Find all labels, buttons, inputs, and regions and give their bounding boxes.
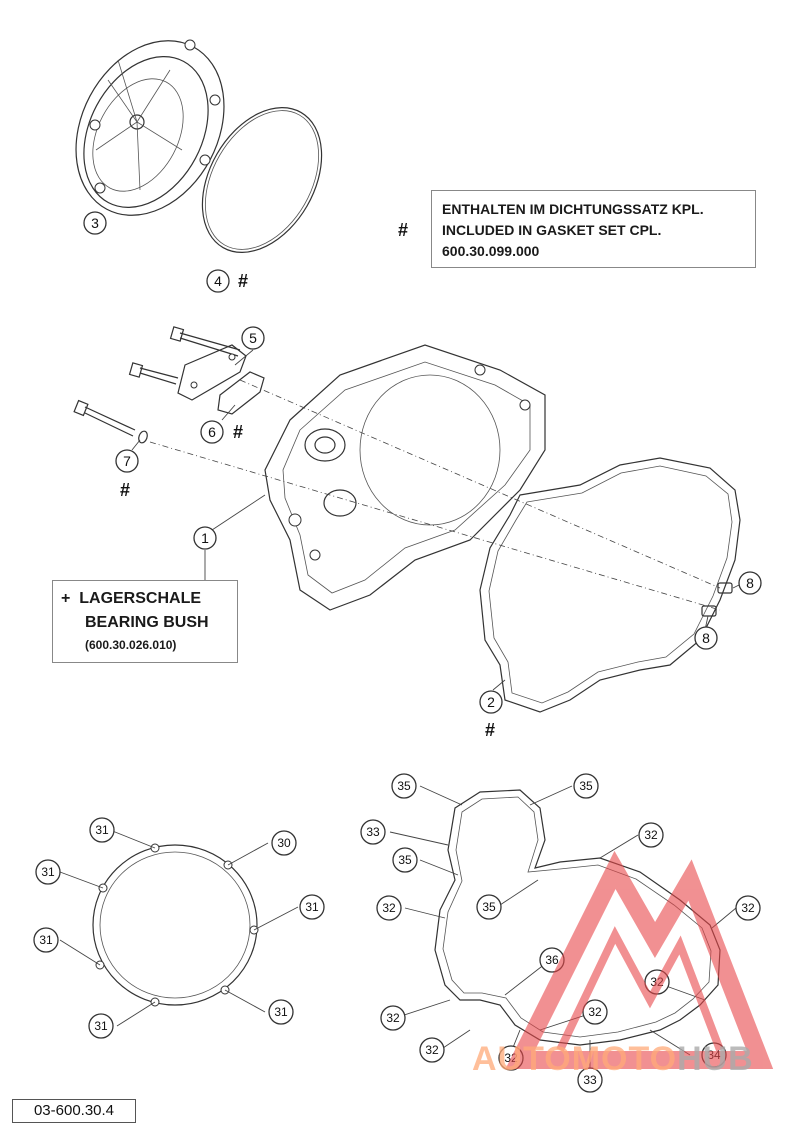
gasket-set-mark: # (233, 422, 244, 442)
bearing-note-line2: BEARING BUSH (85, 614, 209, 631)
callout-32: 32 (735, 895, 761, 921)
callout-31: 31 (268, 999, 294, 1025)
clutch-cover-gasket-drawing (479, 457, 741, 713)
gasket-note-symbol: # (398, 220, 409, 240)
callout-31: 31 (33, 927, 59, 953)
callout-8-upper: 8 (738, 571, 762, 595)
gasket-note-line2: INCLUDED IN GASKET SET CPL. (442, 222, 662, 238)
gasket-note-part-number: 600.30.099.000 (442, 243, 540, 259)
callout-8-lower: 8 (694, 626, 718, 650)
callout-32: 32 (380, 1005, 406, 1031)
crankcase-gasket-drawing (434, 789, 721, 1046)
svg-text:32: 32 (644, 828, 658, 842)
svg-text:5: 5 (249, 330, 257, 346)
oil-filter-cover-drawing (177, 344, 247, 401)
svg-text:31: 31 (274, 1005, 288, 1019)
svg-text:32: 32 (425, 1043, 439, 1057)
callout-6: 6 (200, 420, 224, 444)
screws-drawing (73, 326, 241, 444)
svg-text:36: 36 (545, 953, 559, 967)
svg-text:35: 35 (579, 779, 593, 793)
gasket-set-note: ENTHALTEN IM DICHTUNGSSATZ KPL. INCLUDED… (431, 190, 756, 268)
svg-text:6: 6 (208, 424, 216, 440)
callout-35: 35 (476, 894, 502, 920)
watermark-part1: AUTOMOTO (472, 1040, 678, 1078)
callout-1: 1 (193, 526, 217, 550)
svg-text:31: 31 (39, 933, 53, 947)
svg-text:2: 2 (487, 694, 495, 710)
svg-text:32: 32 (382, 901, 396, 915)
svg-text:31: 31 (41, 865, 55, 879)
clutch-cover-drawing (264, 344, 546, 611)
callout-35: 35 (392, 847, 418, 873)
callout-31: 31 (35, 859, 61, 885)
svg-text:35: 35 (397, 779, 411, 793)
gasket-set-mark: # (120, 480, 131, 500)
callout-5: 5 (241, 326, 265, 350)
svg-text:32: 32 (588, 1005, 602, 1019)
svg-text:3: 3 (91, 215, 99, 231)
svg-text:32: 32 (741, 901, 755, 915)
small-gasket-drawing (217, 371, 265, 415)
svg-text:32: 32 (386, 1011, 400, 1025)
svg-text:8: 8 (702, 630, 710, 646)
callout-32: 32 (376, 895, 402, 921)
ignition-cover-drawing (75, 39, 225, 216)
bearing-note-symbol: + (61, 590, 71, 607)
callout-30: 30 (271, 830, 297, 856)
svg-text:30: 30 (277, 836, 291, 850)
svg-text:35: 35 (398, 853, 412, 867)
callout-31: 31 (89, 817, 115, 843)
svg-text:31: 31 (95, 823, 109, 837)
ignition-cover-gasket-drawing (201, 107, 323, 253)
svg-text:33: 33 (366, 825, 380, 839)
callout-leaders (59, 349, 746, 1075)
callout-32: 32 (582, 999, 608, 1025)
bearing-bush-note: + LAGERSCHALE BEARING BUSH (600.30.026.0… (52, 580, 238, 663)
callout-35: 35 (391, 773, 417, 799)
callout-31: 31 (299, 894, 325, 920)
callout-3: 3 (83, 211, 107, 235)
gasket-note-line1: ENTHALTEN IM DICHTUNGSSATZ KPL. (442, 201, 704, 217)
callout-7: 7 (115, 449, 139, 473)
gasket-set-mark: # (485, 720, 496, 740)
callout-2: 2 (479, 690, 503, 714)
watermark-logo (505, 850, 774, 1069)
document-number: 03-600.30.4 (12, 1099, 136, 1123)
callout-4: 4 (206, 269, 230, 293)
svg-text:1: 1 (201, 530, 209, 546)
callout-31: 31 (88, 1013, 114, 1039)
callout-32: 32 (419, 1037, 445, 1063)
bearing-note-line1: LAGERSCHALE (79, 590, 202, 607)
callout-32: 32 (638, 822, 664, 848)
svg-text:35: 35 (482, 900, 496, 914)
watermark-part2: HUB (677, 1040, 754, 1078)
ignition-cover-seal-drawing (92, 843, 259, 1007)
dowel-pin-drawing (717, 582, 733, 594)
svg-text:31: 31 (305, 900, 319, 914)
svg-text:4: 4 (214, 273, 222, 289)
callout-33: 33 (360, 819, 386, 845)
gasket-set-mark: # (238, 271, 249, 291)
bearing-note-part-number: (600.30.026.010) (85, 638, 177, 652)
callout-35: 35 (573, 773, 599, 799)
svg-text:7: 7 (123, 453, 131, 469)
svg-text:8: 8 (746, 575, 754, 591)
svg-text:31: 31 (94, 1019, 108, 1033)
watermark-text: AUTOMOTOHUB (472, 1040, 754, 1079)
svg-text:33: 33 (583, 1073, 597, 1087)
